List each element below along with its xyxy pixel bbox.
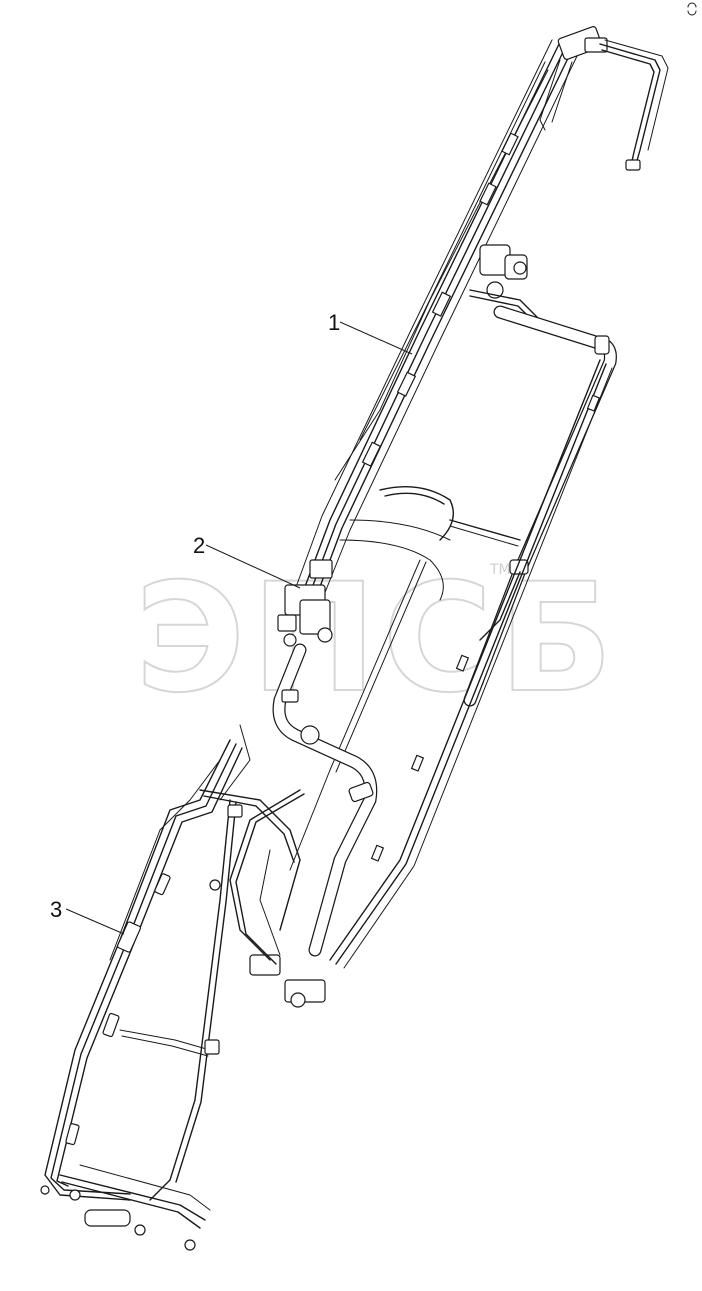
upper-manifold-cluster — [469, 244, 541, 325]
left-hose-bundle — [44, 739, 243, 1201]
watermark: ЭПСБ TM — [134, 551, 619, 727]
watermark-trademark: TM — [489, 562, 511, 578]
callout-label-1: 1 — [328, 310, 340, 335]
top-valve-block — [539, 26, 669, 171]
bottom-left-fittings — [40, 1164, 211, 1251]
middle-harness — [289, 485, 521, 871]
right-steel-lines — [329, 359, 613, 969]
left-mid-lines — [199, 724, 301, 931]
callout-1: 1 — [328, 310, 413, 355]
callout-label-3: 3 — [50, 897, 62, 922]
callout-3: 3 — [50, 897, 125, 935]
center-tube — [272, 643, 378, 957]
bottom-collector — [229, 789, 326, 1008]
watermark-text: ЭПСБ — [135, 552, 619, 726]
return-tube-right — [463, 305, 617, 707]
bundle-clamps — [361, 132, 519, 467]
callout-label-2: 2 — [193, 533, 205, 558]
center-valve-block — [277, 559, 333, 647]
rotate-arrows-icon — [687, 2, 697, 16]
callout-2: 2 — [193, 533, 301, 589]
